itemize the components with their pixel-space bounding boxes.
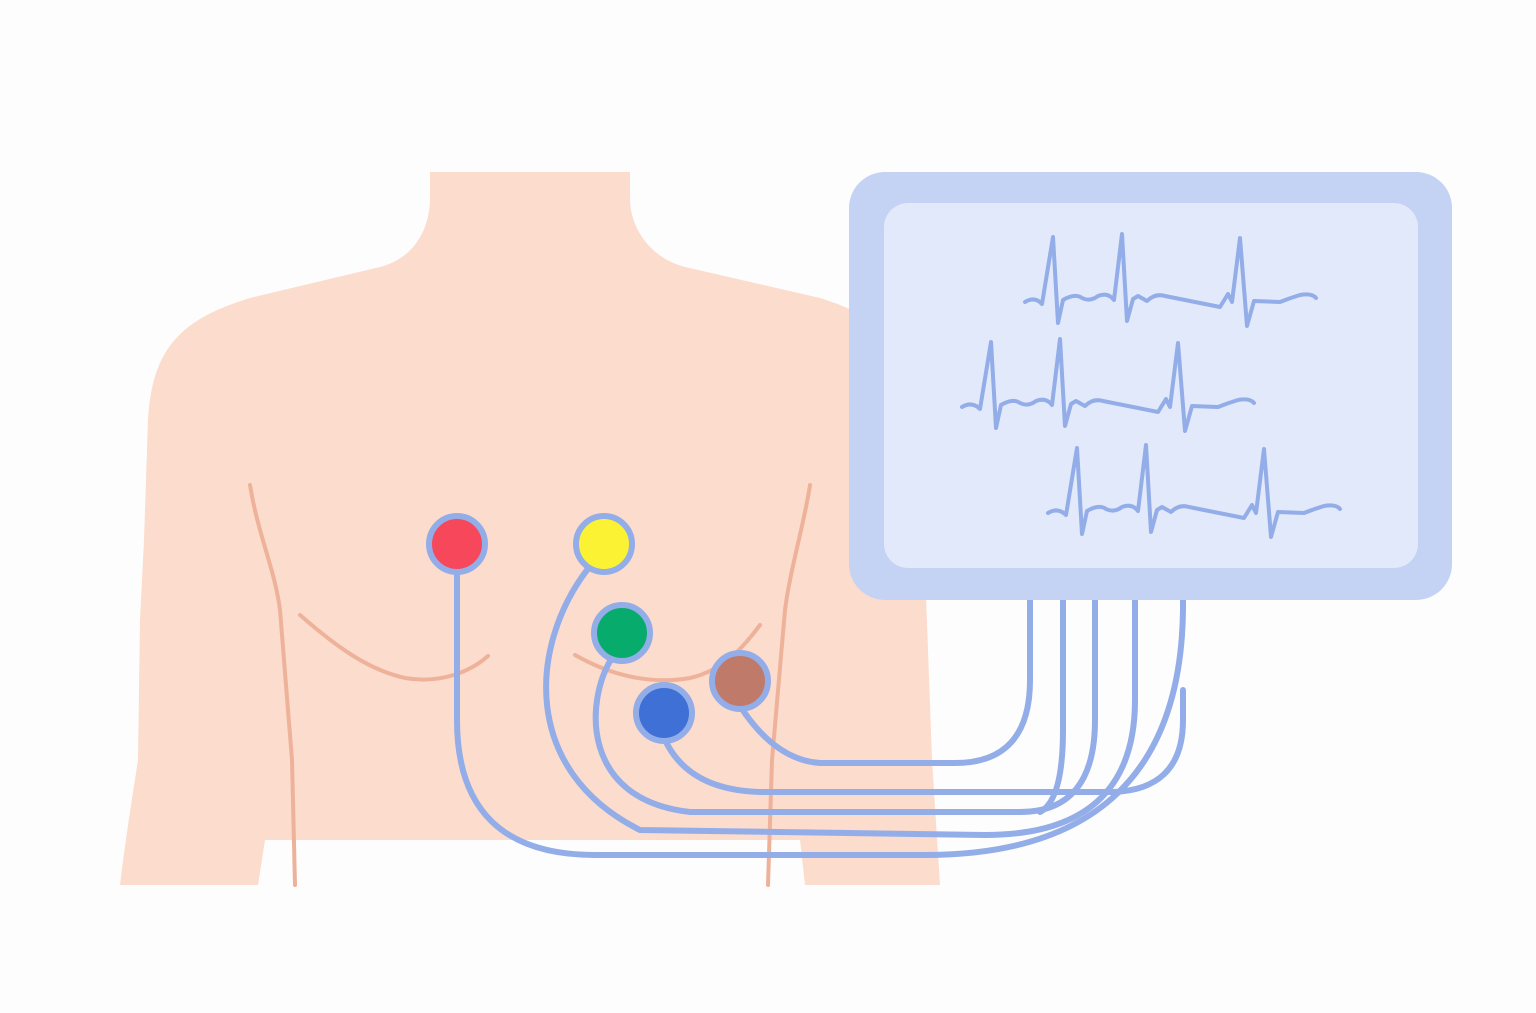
cable-yellow [543, 567, 1138, 839]
electrodes [426, 513, 771, 744]
cable-red [454, 569, 1186, 858]
monitor-screen [884, 203, 1418, 568]
lead-cables [454, 567, 1186, 858]
electrode-green [591, 602, 653, 664]
electrode-yellow [573, 513, 635, 575]
cable-brown [737, 597, 1033, 766]
cable-blue [663, 687, 1186, 795]
ecg-monitor [849, 172, 1452, 600]
electrode-blue [633, 682, 695, 744]
ecg-trace-1 [1023, 232, 1318, 328]
cable-extra [1037, 597, 1066, 815]
cable-green [592, 597, 1098, 815]
electrode-red [426, 513, 488, 575]
left-arm-contour [248, 483, 297, 887]
left-pectoral-contour [298, 613, 490, 682]
electrode-brown [709, 650, 771, 712]
ecg-trace-3 [1046, 443, 1342, 539]
ecg-traces [960, 232, 1342, 539]
right-arm-contour [766, 483, 812, 887]
ecg-trace-2 [960, 337, 1256, 433]
